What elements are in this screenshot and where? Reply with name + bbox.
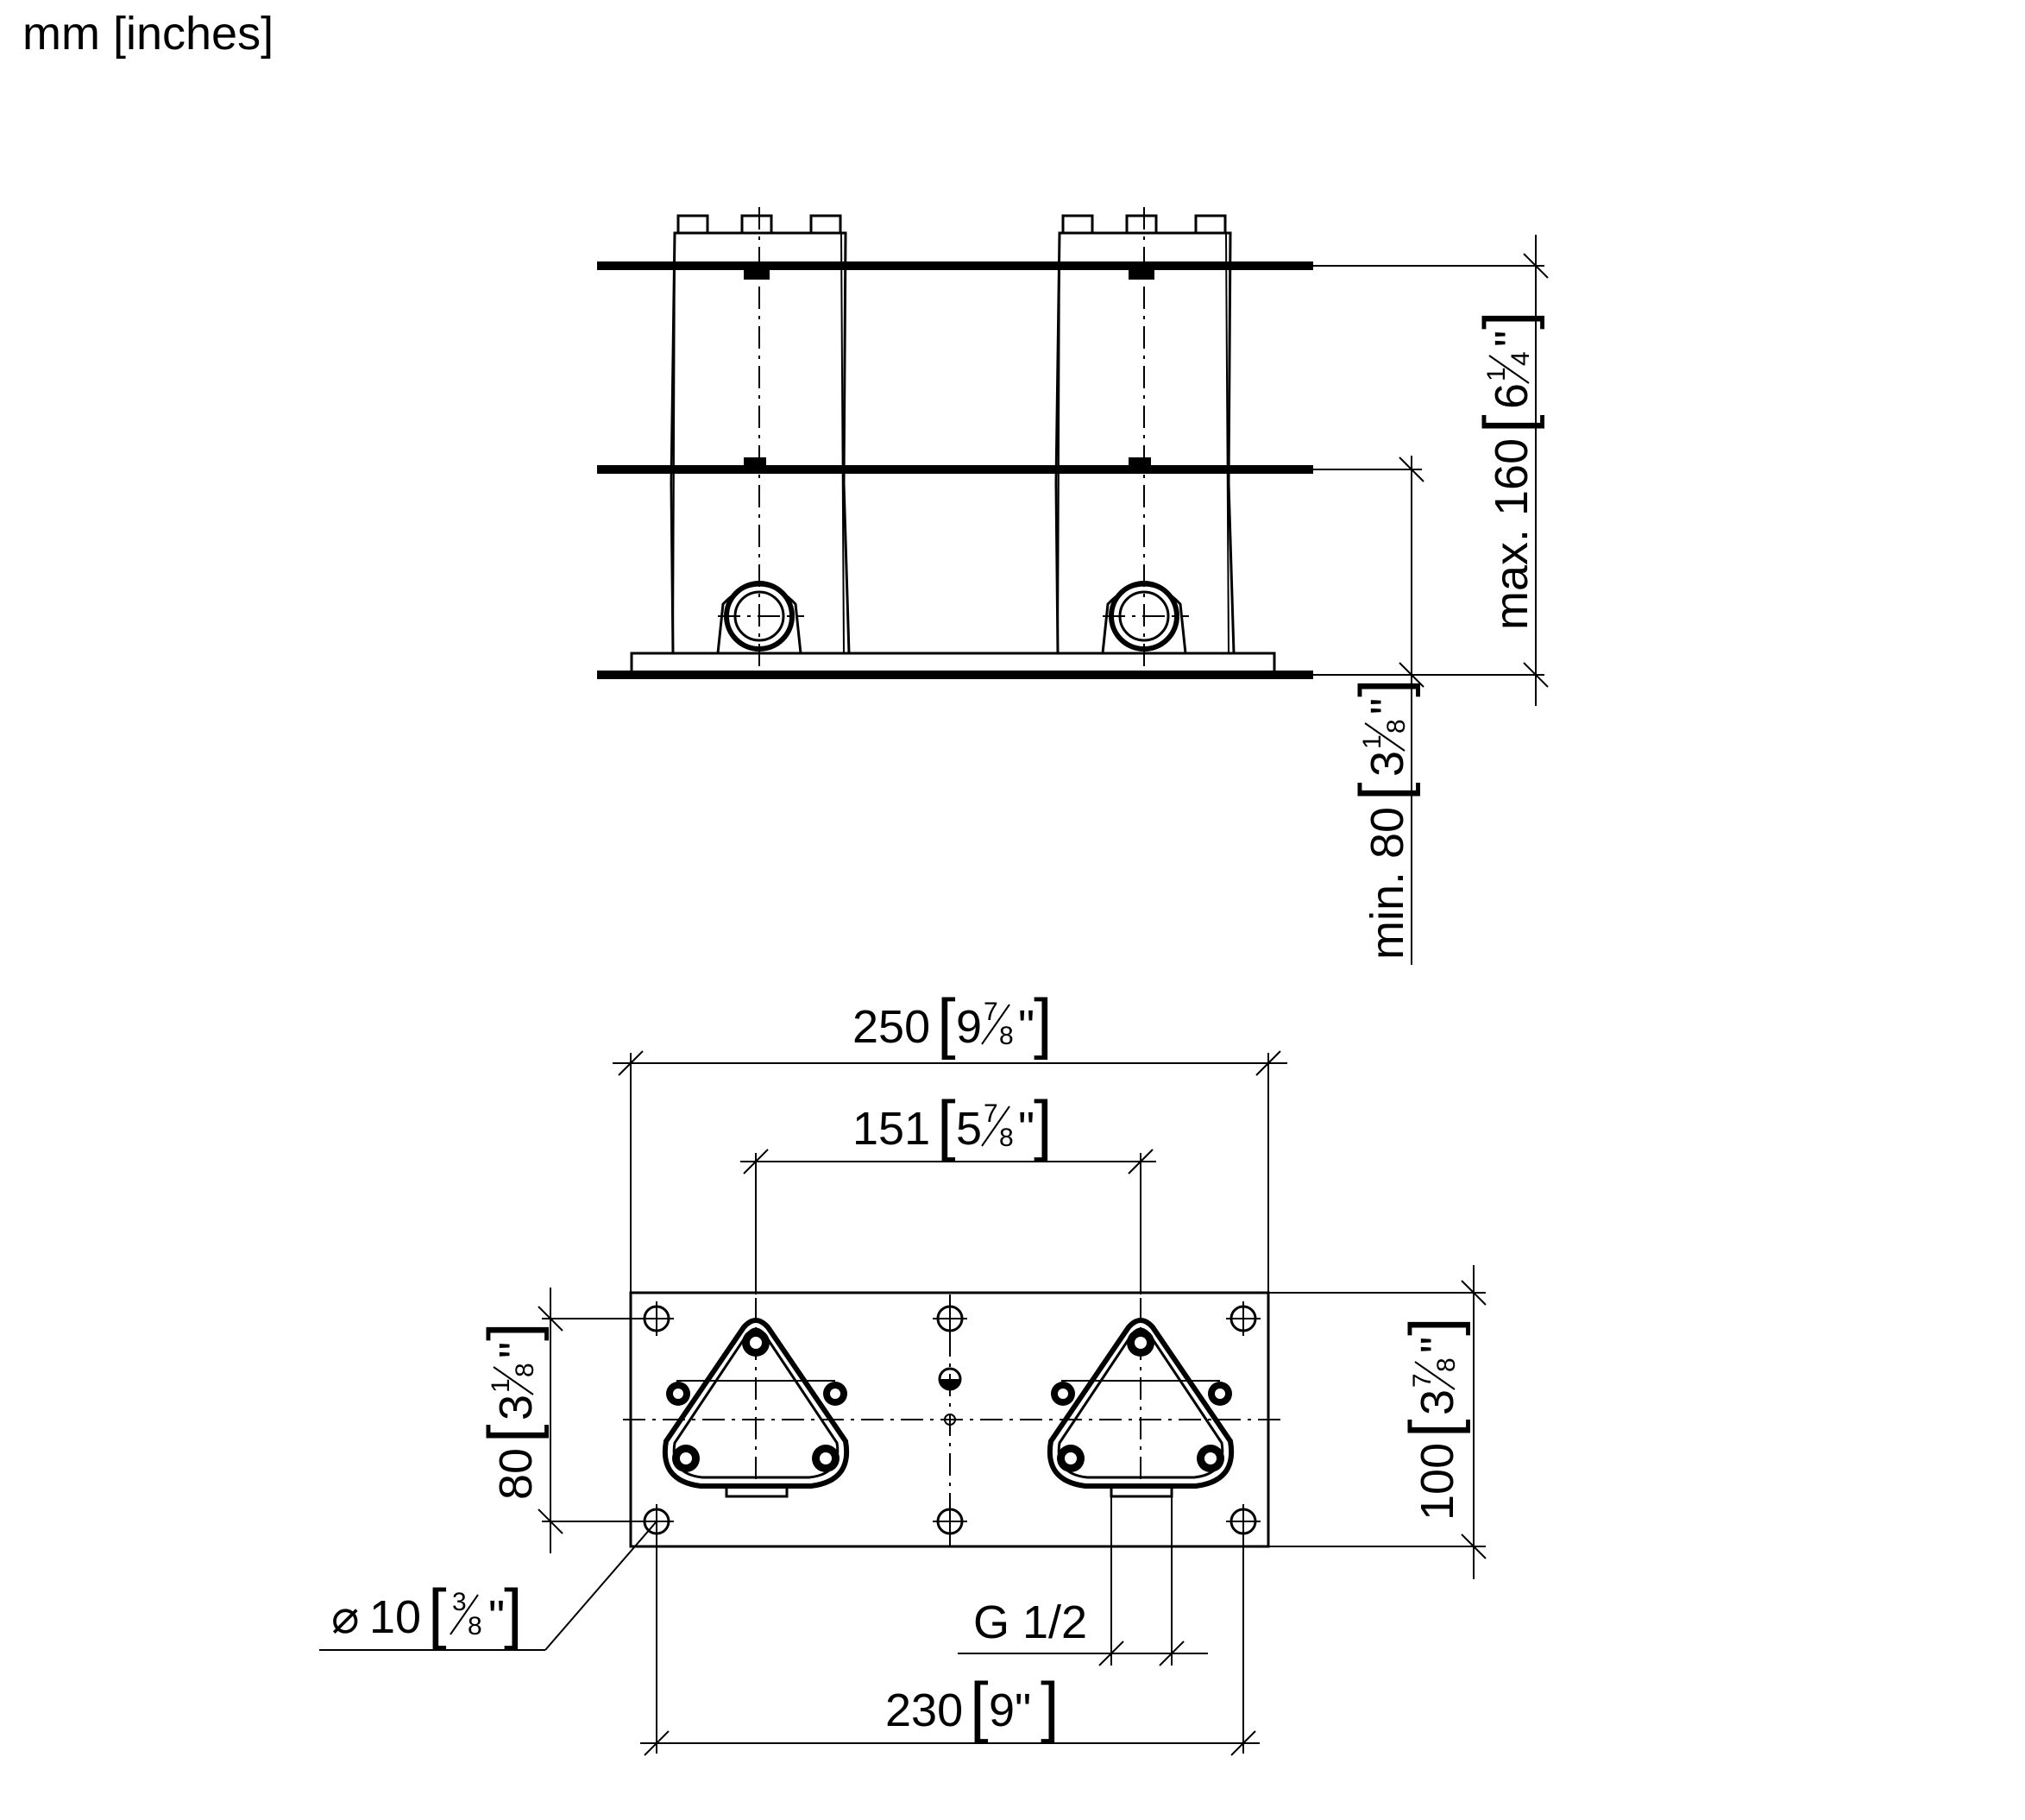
- svg-text:[: [: [1469, 414, 1545, 433]
- dimension-max-160: max. 160 [ 6 1 4 " ]: [1313, 235, 1549, 706]
- dimension-250-label: 250: [852, 1001, 930, 1053]
- svg-text:1: 1: [487, 1378, 515, 1393]
- dimension-151: 151 [ 5 7 8 " ]: [740, 1086, 1156, 1294]
- svg-text:]: ]: [1041, 1668, 1060, 1744]
- svg-text:5: 5: [956, 1103, 982, 1155]
- front-view: 250 [ 9 7 8 " ] 151 [ 5 7 8 " ]: [319, 985, 1487, 1756]
- svg-text:]: ]: [504, 1575, 523, 1651]
- svg-text:8: 8: [1382, 719, 1411, 734]
- svg-text:[: [: [937, 1086, 956, 1162]
- svg-text:3: 3: [490, 1395, 542, 1420]
- left-valve-body: [662, 1258, 850, 1498]
- dimension-80: 80 [ 3 1 8 " ]: [474, 1288, 657, 1553]
- svg-text:8: 8: [999, 1124, 1014, 1152]
- svg-text:6: 6: [1486, 383, 1538, 409]
- svg-text:1: 1: [1482, 367, 1511, 381]
- screw-icon: [744, 269, 770, 280]
- mounting-hole-icon: [1226, 1301, 1261, 1336]
- dimension-diameter-10-label: 10: [369, 1591, 421, 1643]
- right-housing: [1054, 207, 1236, 682]
- svg-text:[: [: [1345, 782, 1421, 801]
- svg-text:7: 7: [984, 1099, 998, 1128]
- screw-icon: [744, 457, 766, 469]
- svg-text:9": 9": [989, 1685, 1031, 1736]
- svg-text:8: 8: [511, 1363, 539, 1377]
- dimension-diameter-10: ⌀ 10 [ 3 8 " ]: [319, 1521, 657, 1651]
- dimension-min-80: min. 80 [ 3 1 8 " ]: [1313, 456, 1424, 965]
- svg-text:": ": [488, 1591, 505, 1643]
- svg-text:": ": [1018, 1001, 1035, 1053]
- thread-size-label: G 1/2: [973, 1596, 1087, 1648]
- left-housing: [670, 207, 851, 682]
- mounting-hole-icon: [933, 1301, 967, 1336]
- svg-text:7: 7: [1408, 1373, 1437, 1388]
- svg-text:[: [: [937, 985, 956, 1061]
- svg-text:3: 3: [1412, 1389, 1463, 1415]
- side-view: max. 160 [ 6 1 4 " ] min. 80 [ 3 1 8: [597, 207, 1549, 965]
- dimension-thread-g12: G 1/2: [958, 1496, 1208, 1666]
- svg-text:]: ]: [1034, 985, 1053, 1061]
- svg-text:4: 4: [1506, 351, 1535, 366]
- svg-text:": ": [1486, 331, 1538, 347]
- svg-text:": ": [1412, 1337, 1463, 1353]
- svg-text:[: [: [428, 1575, 447, 1651]
- svg-text:]: ]: [1469, 311, 1545, 330]
- dimension-max-160-label: max. 160: [1486, 438, 1538, 630]
- dimension-230-label: 230: [885, 1685, 963, 1736]
- screw-icon: [1129, 457, 1151, 469]
- svg-text:": ": [490, 1342, 542, 1358]
- svg-text:[: [: [474, 1424, 550, 1443]
- dimension-100: 100 [ 3 7 8 " ]: [1268, 1265, 1487, 1579]
- dimension-80-label: 80: [490, 1448, 542, 1500]
- svg-text:": ": [1362, 698, 1413, 715]
- svg-text:3: 3: [1362, 751, 1413, 777]
- svg-text:7: 7: [984, 998, 998, 1026]
- svg-text:]: ]: [474, 1322, 550, 1341]
- right-valve-body: [1047, 1258, 1235, 1498]
- svg-text:9: 9: [956, 1001, 982, 1053]
- screw-icon: [1129, 269, 1154, 280]
- svg-text:8: 8: [468, 1612, 482, 1641]
- diameter-icon: ⌀: [331, 1591, 360, 1643]
- dimension-151-label: 151: [852, 1103, 930, 1155]
- svg-text:": ": [1018, 1103, 1035, 1155]
- svg-text:[: [: [1395, 1419, 1471, 1438]
- units-label: mm [inches]: [22, 8, 274, 60]
- base-plate: [630, 652, 1276, 677]
- svg-text:8: 8: [1432, 1357, 1461, 1372]
- svg-text:8: 8: [999, 1022, 1014, 1050]
- dimension-min-80-label: min. 80: [1362, 807, 1413, 960]
- svg-text:3: 3: [452, 1588, 467, 1616]
- dimension-250: 250 [ 9 7 8 " ]: [613, 985, 1287, 1293]
- svg-text:]: ]: [1395, 1317, 1471, 1336]
- svg-text:1: 1: [1358, 734, 1387, 749]
- svg-text:]: ]: [1345, 678, 1421, 697]
- svg-text:[: [: [970, 1668, 989, 1744]
- mounting-hole-icon: [933, 1504, 967, 1539]
- dimension-230: 230 [ 9" ]: [640, 1521, 1260, 1756]
- dimension-100-label: 100: [1412, 1443, 1463, 1521]
- svg-text:]: ]: [1034, 1086, 1053, 1162]
